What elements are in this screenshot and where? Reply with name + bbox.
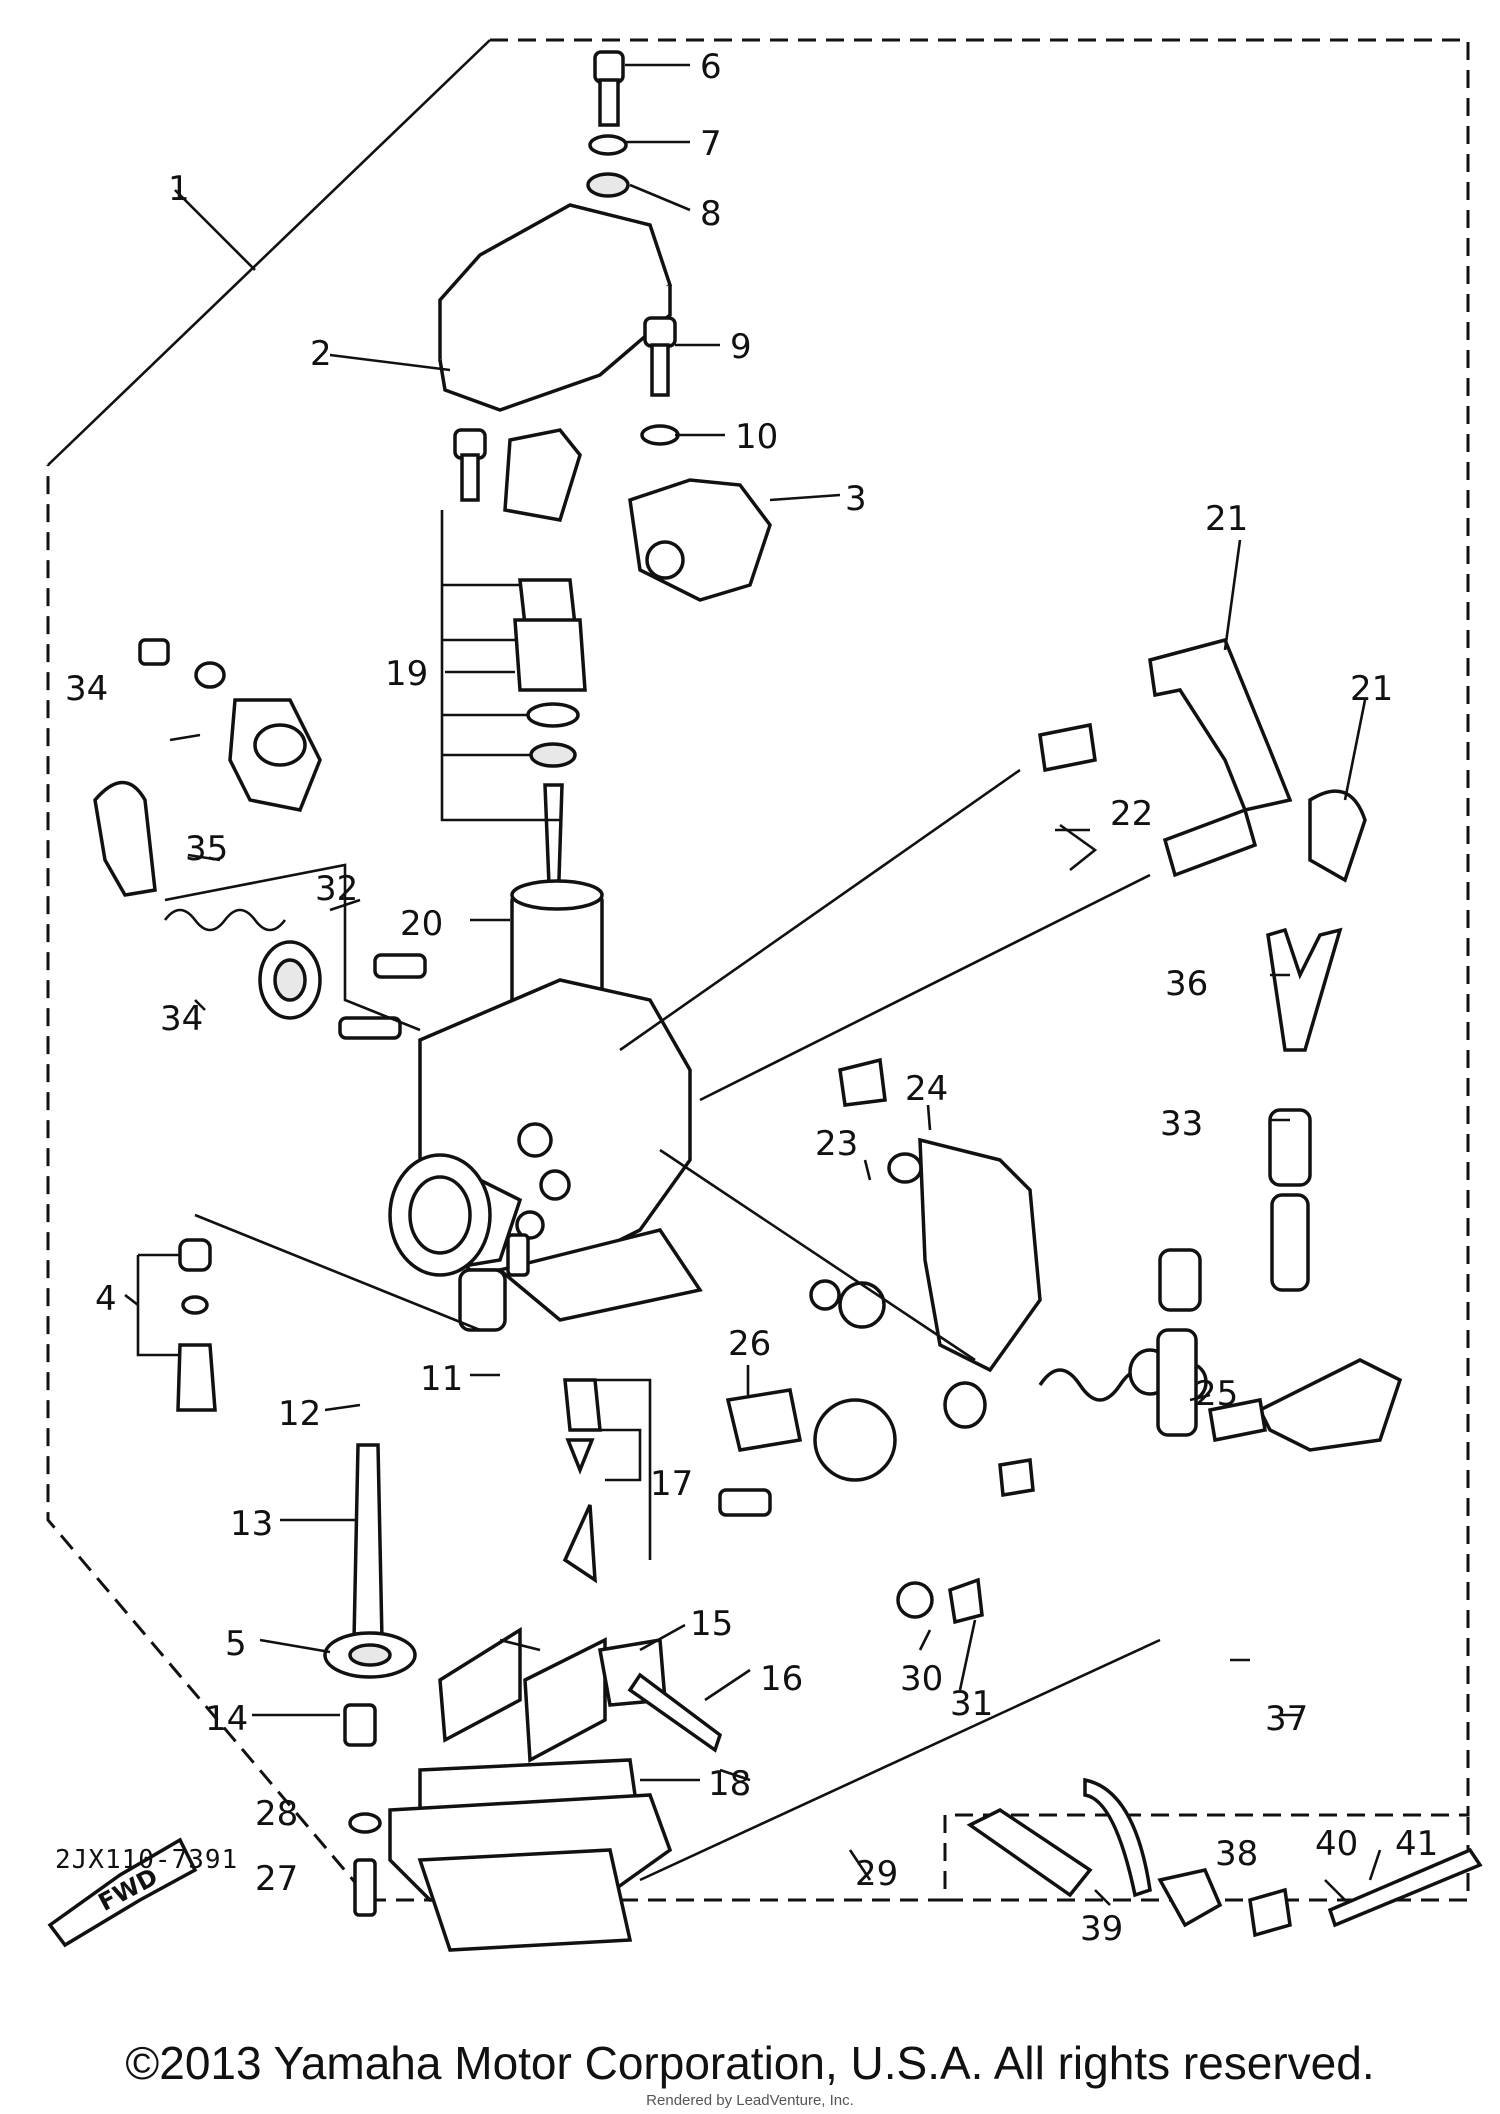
callout-2: 2 <box>310 334 332 374</box>
callout-10: 10 <box>735 417 778 457</box>
callout-34a: 34 <box>65 669 108 709</box>
callout-5: 5 <box>225 1624 247 1664</box>
callout-39: 39 <box>1080 1909 1123 1949</box>
callout-41: 41 <box>1395 1824 1438 1864</box>
callout-20: 20 <box>400 904 443 944</box>
callout-4: 4 <box>95 1279 117 1319</box>
callout-13: 13 <box>230 1504 273 1544</box>
callout-21b: 21 <box>1350 669 1393 709</box>
callout-28: 28 <box>255 1794 298 1834</box>
right-parts-group <box>718 1057 1403 1625</box>
callout-15: 15 <box>690 1604 733 1644</box>
callout-8: 8 <box>700 194 722 234</box>
callout-40: 40 <box>1315 1824 1358 1864</box>
sub-assembly-boundary <box>943 1815 1470 1902</box>
callout-24: 24 <box>905 1069 948 1109</box>
callout-22: 22 <box>1110 794 1153 834</box>
left-parts-group <box>93 638 530 1917</box>
callout-36: 36 <box>1165 964 1208 1004</box>
callout-9: 9 <box>730 327 752 367</box>
callout-33: 33 <box>1160 1104 1203 1144</box>
callout-38: 38 <box>1215 1834 1258 1874</box>
callout-17: 17 <box>650 1464 693 1504</box>
callout-11: 11 <box>420 1359 463 1399</box>
callout-14: 14 <box>205 1699 248 1739</box>
callout-34b: 34 <box>160 999 203 1039</box>
carburetor-exploded-diagram: FWD 2JX110-7391 <box>46 38 1483 1952</box>
callout-25: 25 <box>1195 1374 1238 1414</box>
hose-group <box>619 637 1483 1938</box>
callout-1: 1 <box>168 169 190 209</box>
callout-6: 6 <box>700 47 722 87</box>
callouts: 1 2 3 4 5 6 7 8 9 10 11 12 13 14 15 16 1… <box>65 47 1438 1949</box>
carburetor-body <box>388 879 703 1332</box>
callout-19: 19 <box>385 654 428 694</box>
callout-16: 16 <box>760 1659 803 1699</box>
top-cap-group <box>438 50 772 602</box>
copyright-notice: ©2013 Yamaha Motor Corporation, U.S.A. A… <box>125 2037 1375 2089</box>
throttle-valve-group <box>440 428 587 912</box>
callout-35: 35 <box>185 829 228 869</box>
callout-7: 7 <box>700 124 722 164</box>
float-bowl-group <box>388 1378 723 1952</box>
callout-23: 23 <box>815 1124 858 1164</box>
callout-12: 12 <box>278 1394 321 1434</box>
callout-30: 30 <box>900 1659 943 1699</box>
callout-31: 31 <box>950 1684 993 1724</box>
drawing-code: 2JX110-7391 <box>55 1845 238 1875</box>
callout-32: 32 <box>315 869 358 909</box>
callout-29: 29 <box>855 1854 898 1894</box>
callout-26: 26 <box>728 1324 771 1364</box>
leader-lines <box>124 63 1382 1906</box>
callout-37: 37 <box>1265 1699 1308 1739</box>
callout-27: 27 <box>255 1859 298 1899</box>
callout-21a: 21 <box>1205 499 1248 539</box>
callout-3: 3 <box>845 479 867 519</box>
callout-18: 18 <box>708 1764 751 1804</box>
render-credit: Rendered by LeadVenture, Inc. <box>646 2092 854 2109</box>
